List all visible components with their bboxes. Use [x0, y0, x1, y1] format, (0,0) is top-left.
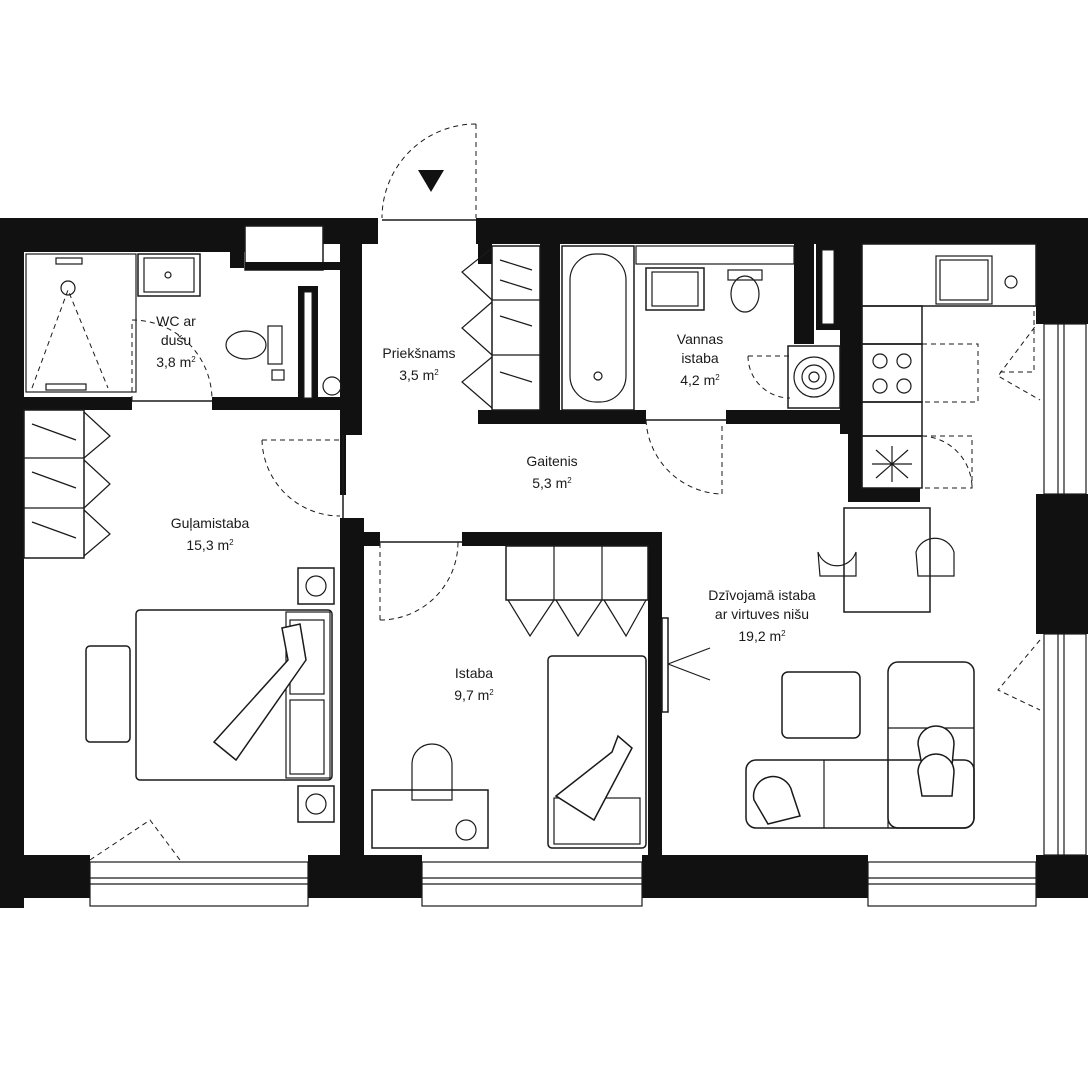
room-label-vannas-istaba: Vannas istaba 4,2 m2	[677, 330, 723, 390]
dining-table-icon	[817, 507, 955, 613]
bench-icon	[85, 645, 131, 743]
bathtub-icon	[561, 245, 635, 411]
kitchen-icon	[861, 243, 1037, 489]
room-label-gaitenis: Gaitenis 5,3 m2	[526, 452, 577, 493]
stove-icon	[861, 343, 923, 403]
room-area: 5,3 m2	[532, 475, 572, 491]
fridge-icon	[861, 435, 923, 489]
room-area: 9,7 m2	[454, 687, 494, 703]
single-bed-icon	[547, 655, 647, 849]
room-name: Guļamistaba	[170, 515, 250, 531]
room-name: WC ar	[156, 313, 196, 329]
sofa-icon	[745, 661, 975, 829]
room-area: 15,3 m2	[186, 537, 234, 553]
room-area: 3,5 m2	[399, 367, 439, 383]
walls	[0, 218, 1088, 908]
room-label-wc: WC ar dušu 3,8 m2	[156, 312, 196, 372]
furniture	[23, 243, 1037, 849]
sink-icon	[137, 253, 201, 297]
room-area: 19,2 m2	[738, 628, 786, 644]
doors	[89, 123, 1041, 861]
wardrobe-icon	[505, 545, 649, 638]
wardrobe-icon	[23, 409, 111, 559]
desk-icon	[371, 789, 489, 849]
toilet-icon	[727, 269, 763, 313]
room-label-priekssnams: Priekšnams 3,5 m2	[382, 344, 455, 385]
room-area: 3,8 m2	[156, 354, 196, 370]
room-name: Vannas	[676, 331, 724, 347]
washing-machine-icon	[787, 345, 841, 409]
room-name: Istaba	[454, 665, 494, 681]
double-bed-icon	[135, 609, 333, 781]
room-name: ar virtuves nišu	[714, 606, 810, 622]
sink-icon	[645, 267, 705, 311]
room-name: Dzīvojamā istaba	[708, 587, 816, 603]
chair-icon	[411, 743, 453, 801]
room-label-istaba: Istaba 9,7 m2	[454, 664, 493, 705]
windows	[89, 323, 1087, 907]
toilet-icon	[225, 325, 285, 381]
nightstand-icon	[297, 567, 335, 605]
room-area: 4,2 m2	[680, 372, 720, 388]
room-label-dzivojama-istaba: Dzīvojamā istaba ar virtuves nišu 19,2 m…	[708, 586, 815, 646]
wardrobe-icon	[461, 245, 541, 411]
coffee-table-icon	[781, 671, 861, 739]
room-name: istaba	[681, 350, 719, 366]
room-name: Priekšnams	[382, 345, 456, 361]
room-label-gulamistaba: Guļamistaba 15,3 m2	[171, 514, 250, 555]
nightstand-icon	[297, 785, 335, 823]
shower-icon	[25, 253, 137, 393]
entrance-arrow	[418, 170, 444, 192]
room-name: Gaitenis	[526, 453, 578, 469]
room-name: dušu	[160, 332, 192, 348]
